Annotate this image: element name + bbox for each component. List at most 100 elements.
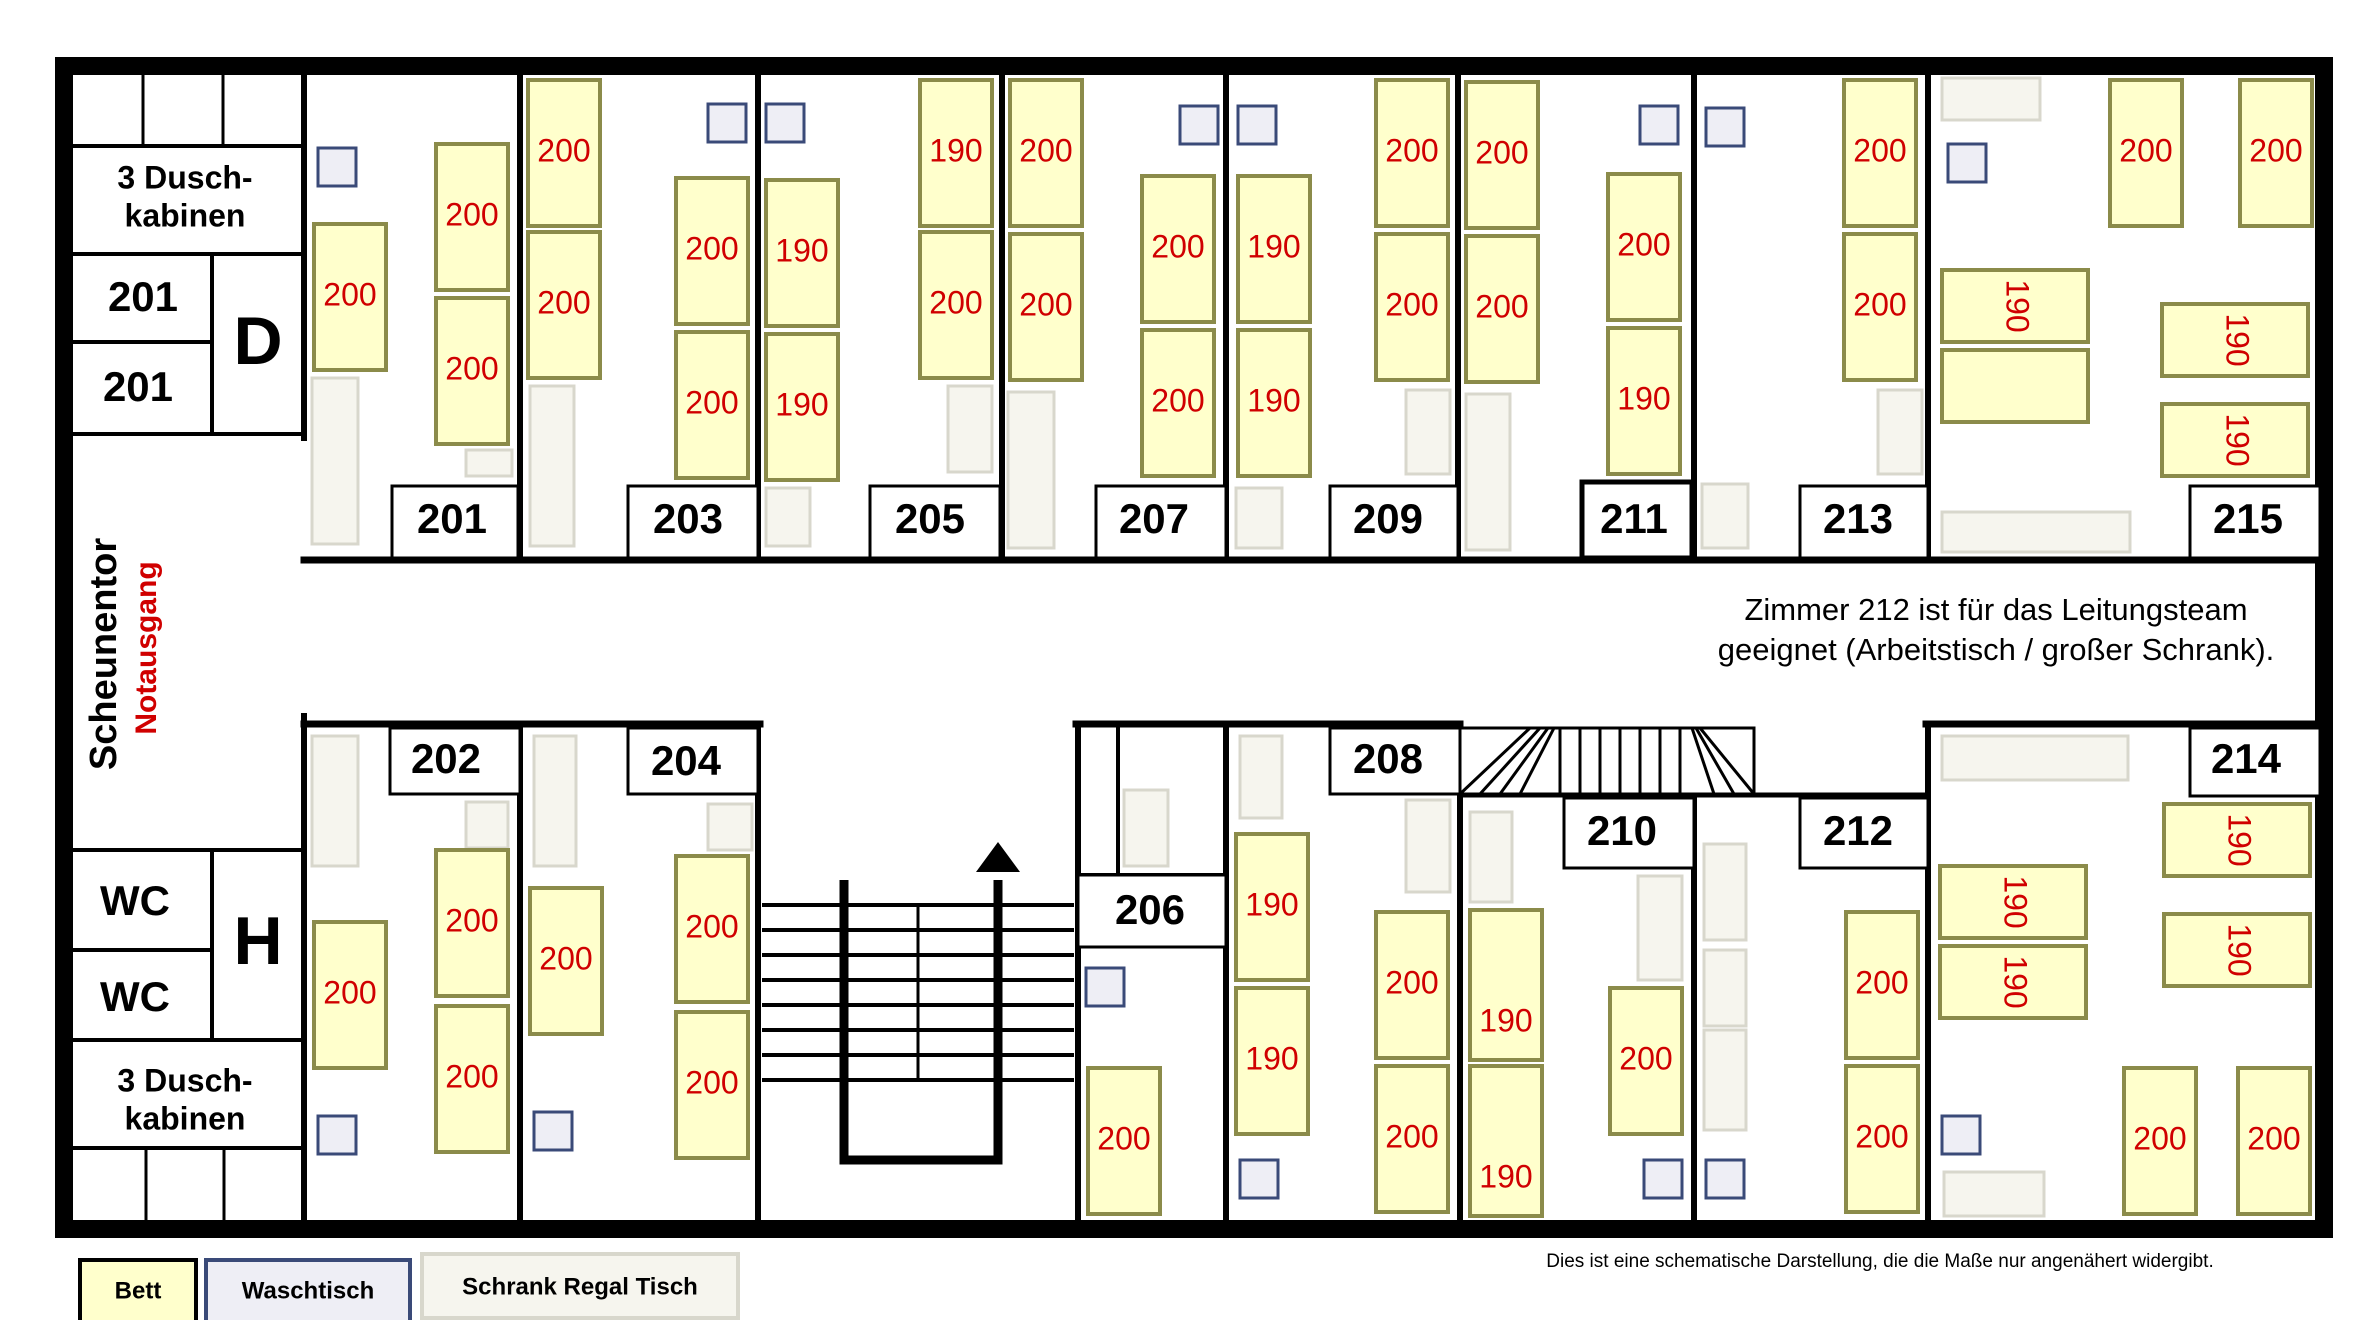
- room-201b-label: 201: [103, 363, 173, 410]
- legend-bed-swatch: [78, 1258, 198, 1320]
- svg-text:200: 200: [929, 284, 982, 320]
- legend-furniture-label: Schrank Regal Tisch: [462, 1273, 698, 1300]
- svg-text:200: 200: [323, 974, 376, 1010]
- bed: 200: [674, 330, 750, 480]
- bed: 190: [1940, 268, 2090, 344]
- bed: 200: [1842, 232, 1918, 382]
- bed: 200: [674, 1010, 750, 1160]
- bed: 200: [434, 1004, 510, 1154]
- bed: 200: [918, 230, 994, 380]
- bed: 200: [1608, 986, 1684, 1136]
- bed: 200: [1844, 910, 1920, 1060]
- legend-furniture-swatch: [420, 1252, 740, 1320]
- svg-text:190: 190: [2222, 813, 2258, 866]
- bed: 200: [1374, 232, 1450, 382]
- bed: 200: [526, 230, 602, 380]
- legend-bed-label: Bett: [115, 1277, 162, 1304]
- bed: 190: [2160, 402, 2310, 478]
- note-line-1: Zimmer 212 ist für das Leitungsteam: [1744, 592, 2247, 627]
- beds: 200 200 200 200 200 200 200 190 190 190 …: [312, 78, 2314, 1218]
- bed: 200: [1842, 78, 1918, 228]
- svg-text:200: 200: [685, 384, 738, 420]
- note-line-2: geeignet (Arbeitstisch / großer Schrank)…: [1718, 632, 2275, 667]
- svg-text:200: 200: [1019, 132, 1072, 168]
- furniture: [310, 76, 2132, 1218]
- svg-text:200: 200: [323, 276, 376, 312]
- svg-text:190: 190: [1245, 886, 1298, 922]
- room-207-label: 207: [1119, 495, 1189, 542]
- showers-top-line1: 3 Dusch-: [117, 159, 252, 195]
- barn-door-label: Scheunentor: [83, 538, 125, 770]
- svg-text:200: 200: [537, 132, 590, 168]
- bed-unlabeled: [1940, 348, 2090, 424]
- legend: Bett Waschtisch Schrank Regal Tisch: [78, 1252, 740, 1320]
- bed: 190: [1468, 908, 1544, 1062]
- svg-text:200: 200: [685, 230, 738, 266]
- svg-text:200: 200: [1151, 382, 1204, 418]
- bed: 190: [1236, 174, 1312, 324]
- bed: 190: [918, 78, 994, 228]
- svg-text:190: 190: [2000, 279, 2036, 332]
- room-212-label: 212: [1823, 807, 1893, 854]
- bed: 200: [2122, 1066, 2198, 1216]
- bed: 200: [1374, 910, 1450, 1060]
- svg-text:200: 200: [445, 902, 498, 938]
- bed: 200: [1008, 78, 1084, 228]
- bed: 200: [528, 886, 604, 1036]
- room-214-label: 214: [2211, 735, 2282, 782]
- bed: 200: [1844, 1064, 1920, 1214]
- bed: 200: [2238, 78, 2314, 228]
- bed: 190: [1468, 1064, 1544, 1218]
- bed: 200: [1008, 232, 1084, 382]
- room-206-label: 206: [1115, 886, 1185, 933]
- svg-text:200: 200: [1855, 964, 1908, 1000]
- svg-text:200: 200: [2133, 1120, 2186, 1156]
- svg-text:200: 200: [1385, 1118, 1438, 1154]
- bed: 200: [312, 222, 388, 372]
- disclaimer: Dies ist eine schematische Darstellung, …: [1546, 1251, 2213, 1272]
- bed: 190: [1234, 832, 1310, 982]
- bed: 200: [1140, 328, 1216, 478]
- bed: 200: [1606, 172, 1682, 322]
- svg-text:200: 200: [1619, 1040, 1672, 1076]
- room-204-label: 204: [651, 737, 722, 784]
- svg-text:190: 190: [929, 132, 982, 168]
- bed: 190: [1938, 944, 2088, 1020]
- svg-text:200: 200: [1475, 288, 1528, 324]
- svg-text:190: 190: [1479, 1158, 1532, 1194]
- wc-1-label: WC: [100, 877, 170, 924]
- room-202-label: 202: [411, 735, 481, 782]
- svg-text:200: 200: [1385, 132, 1438, 168]
- room-213-label: 213: [1823, 495, 1893, 542]
- left-wing: 3 Dusch- kabinen 201 201 D Scheunentor N…: [68, 67, 307, 1228]
- bed: 200: [312, 920, 388, 1070]
- sign-d: D: [233, 303, 282, 379]
- top-room-walls: [517, 67, 1931, 563]
- washbasins: [316, 102, 1988, 1200]
- bed: 200: [1374, 1064, 1450, 1214]
- bed: 190: [1234, 986, 1310, 1136]
- bed: 200: [1140, 174, 1216, 324]
- bed: 190: [764, 178, 840, 328]
- showers-bottom-line1: 3 Dusch-: [117, 1062, 252, 1098]
- svg-text:200: 200: [1151, 228, 1204, 264]
- svg-text:200: 200: [2249, 132, 2302, 168]
- bed: 190: [1236, 328, 1312, 478]
- svg-text:200: 200: [2119, 132, 2172, 168]
- room-labels-top: 201 203 205 207 209 211 213 215: [390, 479, 2322, 561]
- small-staircase: [1458, 726, 1756, 796]
- bed: 200: [674, 176, 750, 326]
- bed: 200: [1086, 1066, 1162, 1216]
- bed: 190: [2162, 802, 2312, 878]
- showers-top-line2: kabinen: [125, 197, 246, 233]
- legend-washbasin-swatch: [204, 1258, 412, 1320]
- bed: 190: [1606, 326, 1682, 476]
- svg-text:190: 190: [1998, 875, 2034, 928]
- svg-text:200: 200: [685, 1064, 738, 1100]
- svg-text:200: 200: [1853, 132, 1906, 168]
- svg-text:190: 190: [1245, 1040, 1298, 1076]
- bed: 190: [2160, 302, 2310, 378]
- room-203-label: 203: [653, 495, 723, 542]
- svg-text:190: 190: [1247, 228, 1300, 264]
